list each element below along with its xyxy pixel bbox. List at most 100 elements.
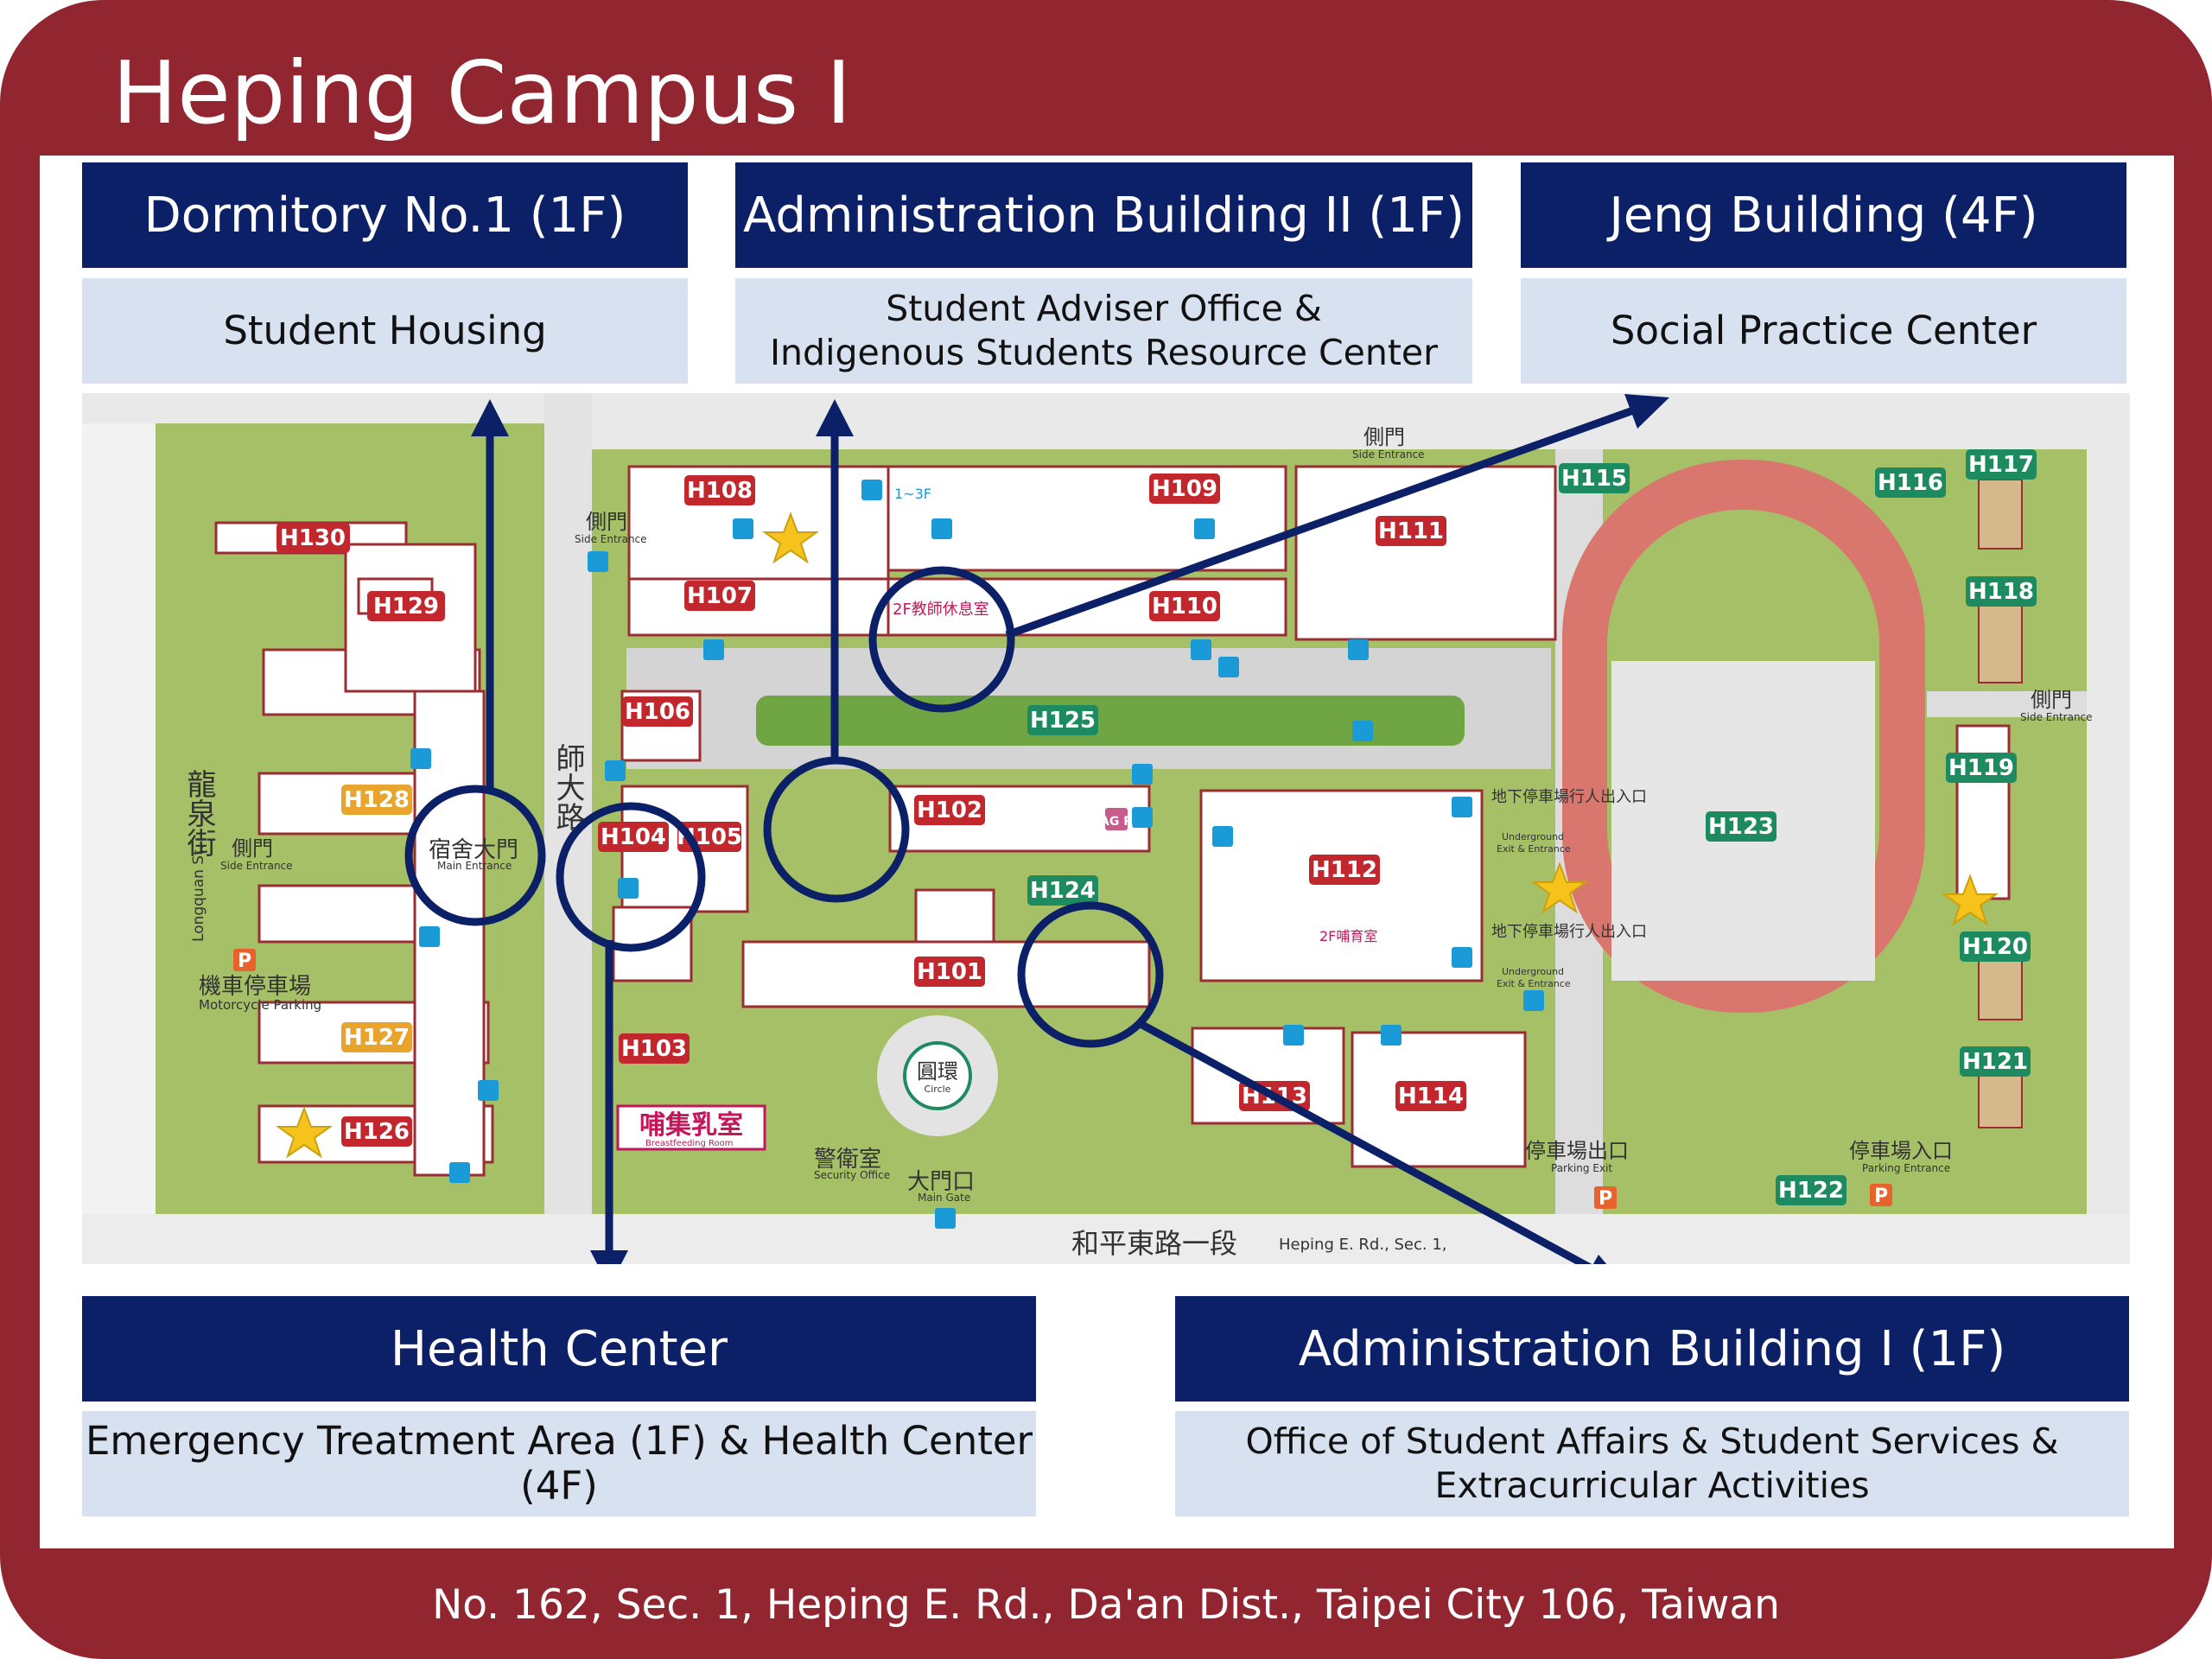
- callout-admin2-line2: Indigenous Students Resource Center: [769, 332, 1439, 373]
- callout-health-desc: Emergency Treatment Area (1F) & Health C…: [82, 1411, 1036, 1516]
- parking-icon: P: [238, 950, 251, 972]
- arrow-head: [816, 399, 854, 436]
- parking-exit-label: 停車場出口: [1525, 1139, 1629, 1163]
- motorcycle-parking-label-en: Motorcycle Parking: [199, 997, 321, 1013]
- street-label-west: 龍泉街: [181, 769, 216, 857]
- breastfeeding-room-label: 哺集乳室: [639, 1110, 743, 1141]
- side-entrance-label-en: Side Entrance: [220, 860, 293, 872]
- accessibility-icon: [410, 748, 431, 769]
- building-label: H127: [344, 1025, 410, 1051]
- building-label: H118: [1968, 579, 2034, 605]
- highlight-circle-admin1: [1017, 901, 1164, 1048]
- building-label: H122: [1778, 1178, 1844, 1204]
- side-entrance-label: 側門: [1363, 425, 1405, 449]
- campus-map: H130 H129 H128 H127 H126 H108 H107 H109 …: [82, 393, 2130, 1264]
- street-label-west-en: Longquan St.: [190, 845, 207, 942]
- building-label: H115: [1561, 466, 1627, 492]
- road-label-south: 和平東路一段: [1071, 1227, 1237, 1260]
- accessibility-icon: [605, 760, 626, 781]
- accessibility-icon: [1218, 657, 1239, 677]
- accessibility-icon: [618, 878, 639, 899]
- callout-jeng-desc: Social Practice Center: [1521, 278, 2126, 384]
- building-label: H124: [1030, 878, 1096, 904]
- building-label: H114: [1398, 1084, 1464, 1109]
- circle-label-en: Circle: [925, 1084, 951, 1095]
- accessibility-icon: [1194, 518, 1215, 539]
- callout-dorm-line1: Student Housing: [223, 308, 547, 353]
- star-icon: [761, 512, 820, 564]
- underground-label-en: Exit & Entrance: [1497, 978, 1571, 989]
- dorm-gate-label: 宿舍大門: [429, 837, 518, 863]
- circle-label: 圓環: [917, 1059, 958, 1084]
- building-label: H119: [1948, 755, 2014, 781]
- building-label: H103: [621, 1036, 687, 1062]
- security-label-en: Security Office: [814, 1169, 890, 1181]
- callout-dorm-title: Dormitory No.1 (1F): [82, 162, 688, 268]
- arrow-head: [590, 1250, 628, 1264]
- arrow-head: [1592, 1255, 1607, 1264]
- accessibility-icon: [703, 639, 724, 660]
- page-title: Heping Campus I: [112, 42, 852, 143]
- building-label: H108: [687, 478, 753, 504]
- side-entrance-label-en: Side Entrance: [2020, 711, 2093, 723]
- callout-admin2-line1: Student Adviser Office &: [886, 288, 1322, 329]
- building-label: H107: [687, 583, 753, 609]
- parking-icon: P: [1599, 1188, 1612, 1210]
- accessibility-icon: [861, 480, 882, 500]
- side-entrance-label-en: Side Entrance: [1352, 448, 1425, 461]
- callout-jeng-line1: Social Practice Center: [1610, 308, 2037, 353]
- underground-label: 地下停車場行人出入口: [1491, 923, 1647, 941]
- building-label: H129: [373, 594, 439, 620]
- highlight-circle-dorm: [404, 785, 546, 926]
- highlight-circle-health: [556, 802, 706, 952]
- accessibility-icon: [935, 1208, 956, 1229]
- callout-health-title: Health Center: [82, 1296, 1036, 1402]
- parking-exit-label-en: Parking Exit: [1551, 1162, 1612, 1174]
- callout-jeng-title: Jeng Building (4F): [1521, 162, 2126, 268]
- building-label: H128: [344, 787, 410, 813]
- building-label: H104: [601, 824, 666, 850]
- star-icon: [275, 1106, 334, 1159]
- accessibility-icon: [1132, 807, 1153, 828]
- building-label: H126: [344, 1119, 410, 1145]
- building-label: H123: [1708, 814, 1774, 840]
- callout-dorm-desc: Student Housing: [82, 278, 688, 384]
- parking-entrance-label: 停車場入口: [1849, 1139, 1953, 1163]
- side-entrance-label-en: Side Entrance: [575, 533, 647, 545]
- building-label: H117: [1968, 452, 2034, 478]
- side-entrance-label: 側門: [586, 510, 627, 534]
- main-gate-label: 大門口: [907, 1169, 975, 1195]
- breastfeeding-room: [616, 1104, 766, 1151]
- dorm-gate-label-en: Main Entrance: [437, 860, 512, 872]
- building-label: H102: [917, 798, 982, 823]
- star-icon: [1530, 861, 1589, 914]
- atm-icon: AG R: [1100, 815, 1133, 829]
- building-label: H101: [917, 959, 982, 985]
- accessibility-icon: [588, 551, 608, 572]
- security-label: 警衛室: [814, 1147, 881, 1173]
- underground-label-en: Underground: [1502, 966, 1564, 977]
- roundabout: [903, 1041, 972, 1110]
- accessibility-icon: [419, 926, 440, 947]
- road-label-south-en: Heping E. Rd., Sec. 1,: [1279, 1236, 1447, 1254]
- accessibility-icon: [449, 1162, 470, 1183]
- accessibility-icon: [1132, 764, 1153, 785]
- building-label: H120: [1962, 934, 2028, 960]
- road-label-center: 師大路: [550, 743, 585, 831]
- accessibility-icon: [1381, 1025, 1402, 1046]
- accessibility-icon: [1348, 639, 1369, 660]
- accessibility-icon: [1283, 1025, 1304, 1046]
- parking-entrance-label-en: Parking Entrance: [1862, 1162, 1950, 1174]
- callout-admin1-title: Administration Building I (1F): [1175, 1296, 2129, 1402]
- callout-admin1-desc: Office of Student Affairs & Student Serv…: [1175, 1411, 2129, 1516]
- accessibility-icon: [478, 1080, 499, 1101]
- teacher-lounge-label: 2F教師休息室: [893, 601, 989, 619]
- side-entrance-label: 側門: [2031, 688, 2072, 712]
- building-label: H110: [1152, 594, 1217, 620]
- underground-label: 地下停車場行人出入口: [1491, 788, 1647, 806]
- motorcycle-parking-label: 機車停車場: [199, 974, 311, 1000]
- callout-admin2-desc: Student Adviser Office & Indigenous Stud…: [735, 278, 1472, 384]
- nursing-room-label: 2F哺育室: [1319, 928, 1377, 944]
- accessibility-icon: [1212, 826, 1233, 847]
- building-label: H116: [1878, 470, 1943, 496]
